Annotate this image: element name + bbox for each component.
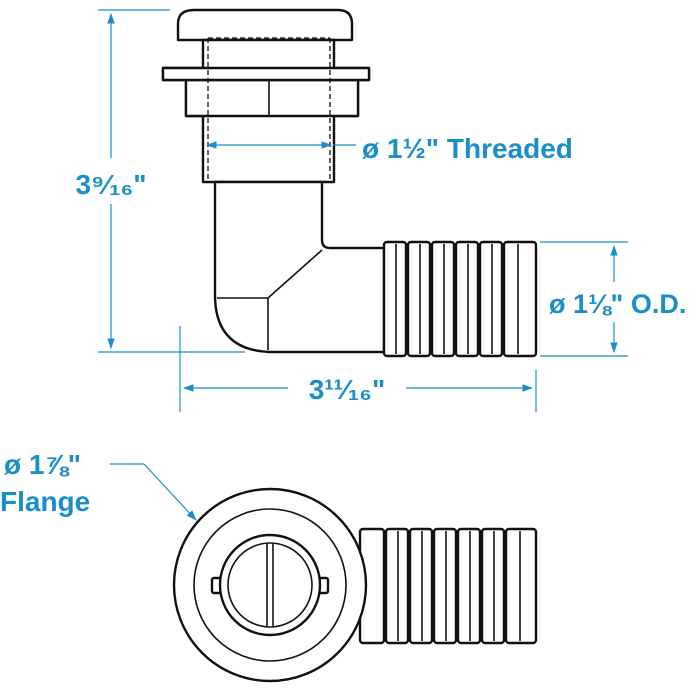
hose-barb [382,240,538,358]
od-label: ø 1⅛" O.D. [549,289,686,319]
flange-size-label: ø 1⅞" [4,449,81,480]
nut-front [184,78,360,118]
flange-callout [110,463,197,521]
flange-cap [176,8,354,42]
side-view-fitting [161,8,538,358]
bore-inner [227,542,313,628]
height-dimension [98,9,245,353]
flange-word-label: Flange [0,486,90,517]
thread-label: ø 1½" Threaded [362,133,573,164]
elbow-body [213,180,386,354]
top-view-fitting [172,487,538,683]
height-label: 3⁹⁄₁₆" [75,169,146,200]
od-dimension [540,241,628,357]
bore-outer [218,533,322,637]
top-flange-inner-ring [193,508,347,662]
elbow-seam-diagonal [267,249,323,299]
top-view-hose-barb [358,527,538,645]
width-label: 3¹¹⁄₁₆" [309,374,385,405]
width-dimension [179,326,537,412]
washer-front [161,66,371,82]
